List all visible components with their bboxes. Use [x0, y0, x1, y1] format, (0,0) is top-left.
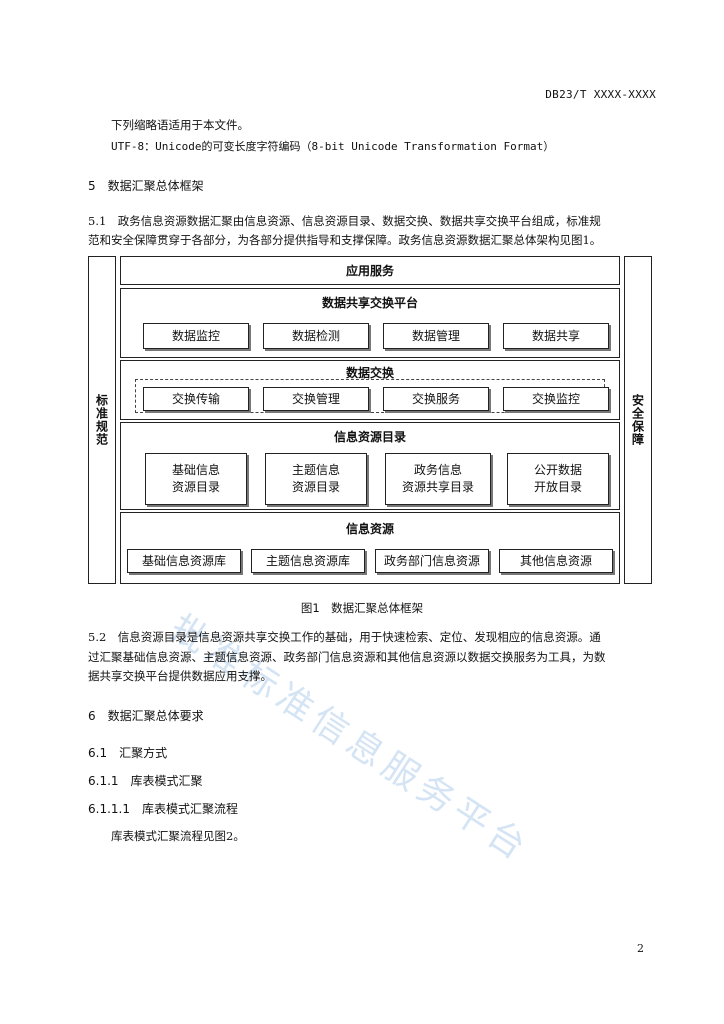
security-column: 安全保障 — [624, 256, 652, 584]
resource-box: 主题信息资源库 — [251, 549, 365, 573]
body-text: 库表模式汇聚流程见图2。 — [111, 829, 245, 843]
resources-title: 信息资源 — [345, 522, 394, 536]
catalog-box: 公开数据 开放目录 — [507, 453, 609, 505]
catalog-title: 信息资源目录 — [333, 430, 406, 444]
section-6-heading: 6 数据汇聚总体要求 — [88, 709, 204, 723]
resource-box: 政务部门信息资源 — [375, 549, 489, 573]
resources-layer: 信息资源 基础信息资源库 主题信息资源库 政务部门信息资源 其他信息资源 — [120, 512, 620, 584]
app-service-title: 应用服务 — [345, 264, 394, 278]
abbreviation-line: UTF-8：Unicode的可变长度字符编码（8-bit Unicode Tra… — [111, 140, 555, 153]
section-5-heading: 5 数据汇聚总体框架 — [88, 179, 204, 193]
resource-box: 其他信息资源 — [499, 549, 613, 573]
paragraph-5-1-line1: 5.1 政务信息资源数据汇聚由信息资源、信息资源目录、数据交换、数据共享交换平台… — [88, 214, 601, 228]
intro-line: 下列缩略语适用于本文件。 — [111, 118, 249, 132]
app-service-layer: 应用服务 — [120, 256, 620, 285]
catalog-box: 政务信息 资源共享目录 — [385, 453, 491, 505]
page-number: 2 — [637, 942, 644, 955]
framework-diagram: 标准规范 安全保障 应用服务 数据共享交换平台 数据监控 数据检测 数据管理 数… — [88, 256, 652, 584]
exchange-box: 交换管理 — [263, 387, 369, 411]
paragraph-5-1-line2: 范和安全保障贯穿于各部分，为各部分提供指导和支撑保障。政务信息资源数据汇聚总体架… — [88, 233, 602, 247]
resource-box: 基础信息资源库 — [127, 549, 241, 573]
platform-box: 数据检测 — [263, 323, 369, 349]
section-6-1-heading: 6.1 汇聚方式 — [88, 746, 168, 760]
paragraph-5-2-line2: 过汇聚基础信息资源、主题信息资源、政务部门信息资源和其他信息资源以数据交换服务为… — [88, 650, 606, 664]
platform-layer: 数据共享交换平台 数据监控 数据检测 数据管理 数据共享 — [120, 288, 620, 358]
catalog-box: 基础信息 资源目录 — [145, 453, 247, 505]
paragraph-5-2-line1: 5.2 信息资源目录是信息资源共享交换工作的基础，用于快速检索、定位、发现相应的… — [88, 630, 601, 644]
exchange-layer: 数据交换 交换传输 交换管理 交换服务 交换监控 — [120, 360, 620, 420]
catalog-layer: 信息资源目录 基础信息 资源目录 主题信息 资源目录 政务信息 资源共享目录 公… — [120, 422, 620, 510]
paragraph-5-2-line3: 据共享交换平台提供数据应用支撑。 — [88, 669, 272, 683]
catalog-box: 主题信息 资源目录 — [265, 453, 367, 505]
exchange-box: 交换监控 — [503, 387, 609, 411]
exchange-title: 数据交换 — [345, 366, 394, 380]
figure-caption: 图1 数据汇聚总体框架 — [300, 601, 424, 615]
standards-column: 标准规范 — [88, 256, 116, 584]
security-label: 安全保障 — [630, 394, 645, 446]
section-6-1-1-1-heading: 6.1.1.1 库表模式汇聚流程 — [88, 802, 238, 816]
platform-box: 数据监控 — [143, 323, 249, 349]
platform-title: 数据共享交换平台 — [321, 296, 418, 310]
document-code: DB23/T XXXX-XXXX — [545, 88, 656, 101]
standards-label: 标准规范 — [94, 394, 109, 446]
exchange-box: 交换传输 — [143, 387, 249, 411]
exchange-box: 交换服务 — [383, 387, 489, 411]
section-6-1-1-heading: 6.1.1 库表模式汇聚 — [88, 774, 203, 788]
platform-box: 数据共享 — [503, 323, 609, 349]
platform-box: 数据管理 — [383, 323, 489, 349]
